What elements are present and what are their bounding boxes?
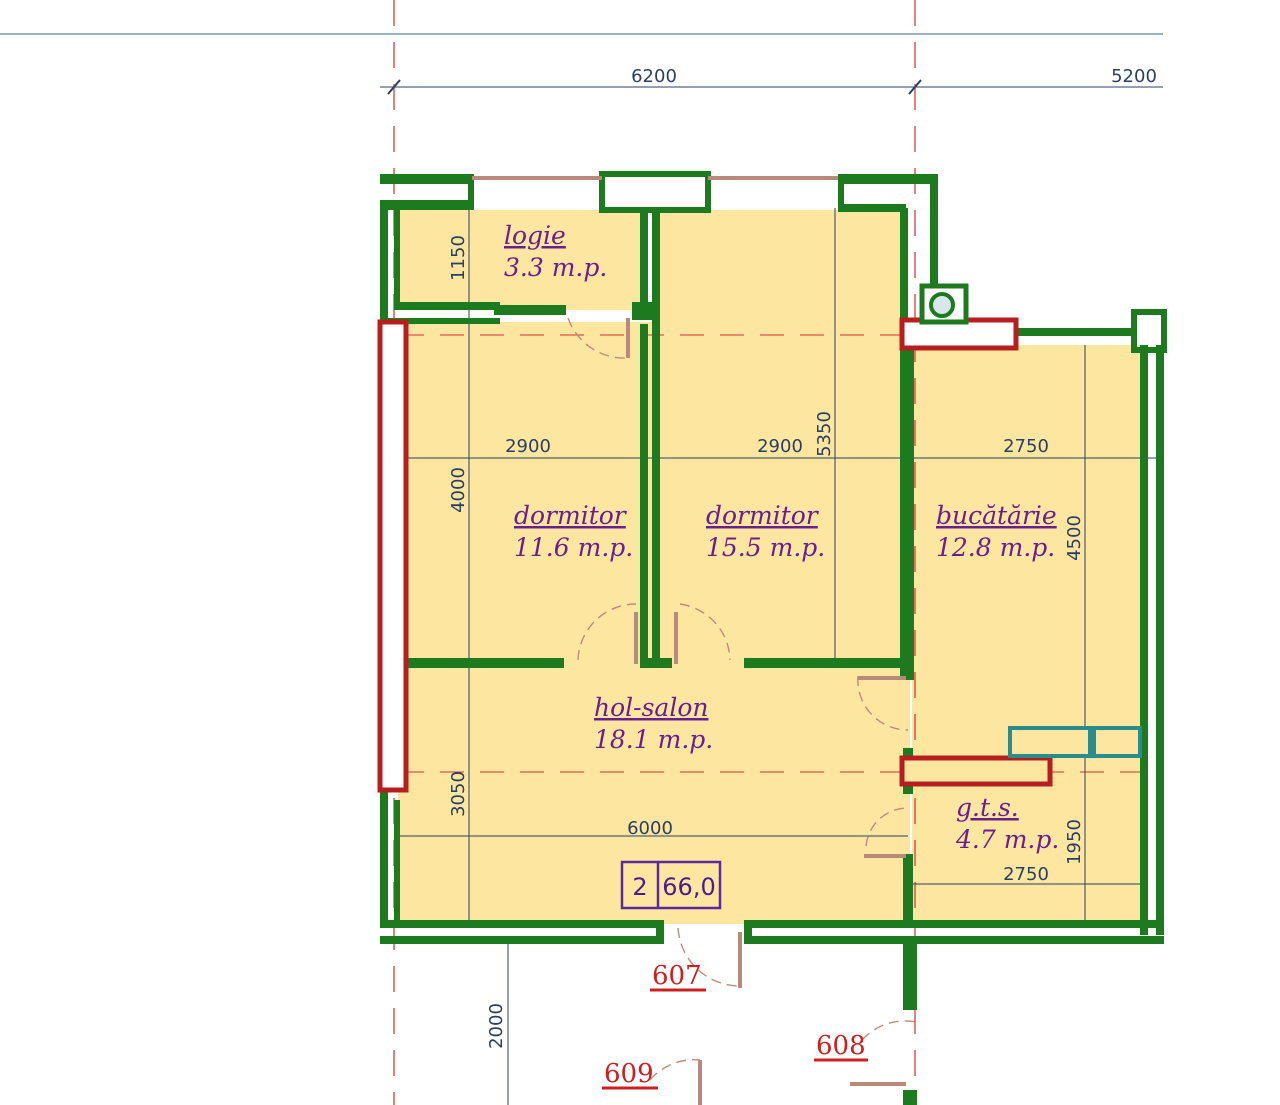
bathroom-area: 4.7 m.p. (955, 825, 1059, 854)
unit-609: 609 (604, 1059, 654, 1089)
column-left (377, 319, 409, 793)
dim-span-3: 2750 (1003, 436, 1049, 457)
dim-corridor-height: 2000 (486, 1003, 507, 1049)
kitchen-area: 12.8 m.p. (936, 533, 1055, 562)
dim-bath-height: 1950 (1064, 819, 1085, 865)
dim-span-1: 2900 (505, 436, 551, 457)
bedroom-2-name: dormitor (706, 501, 820, 530)
unit-numbers: 607 608 609 (602, 961, 868, 1090)
apartment-rooms-count: 2 (632, 873, 647, 901)
doors (567, 317, 917, 1081)
dim-bedroom-height: 4000 (448, 467, 469, 513)
dimension-labels: 6200 5200 2900 2900 2750 6000 2750 1150 … (448, 66, 1157, 1049)
bedroom-2-floor (660, 210, 904, 662)
bedroom-1-name: dormitor (514, 501, 628, 530)
kitchen-name: bucătărie (936, 501, 1057, 530)
dim-hall-width: 6000 (627, 818, 673, 839)
apartment-area: 66,0 (662, 873, 715, 901)
logie-floor (398, 210, 640, 310)
door-leaves (626, 318, 906, 1105)
bedroom-1-area: 11.6 m.p. (514, 533, 633, 562)
structural-elements (377, 283, 1142, 793)
logie-name: logie (504, 221, 566, 250)
floor-fill (398, 210, 1144, 924)
hall-area: 18.1 m.p. (594, 725, 713, 754)
unit-608: 608 (816, 1031, 866, 1061)
vent-shaft-1 (1008, 726, 1092, 758)
hall-name: hol-salon (594, 693, 708, 722)
vent-shaft-2 (1092, 726, 1142, 758)
dim-top-right: 5200 (1111, 66, 1157, 87)
hall-floor (398, 662, 910, 924)
column-lower (899, 755, 1053, 787)
kitchen-floor (912, 345, 1144, 760)
dim-kitchen-height: 4500 (1064, 515, 1085, 561)
riser-pipe (929, 292, 955, 318)
room-labels: logie 3.3 m.p. dormitor 11.6 m.p. dormit… (504, 221, 1059, 854)
walls (380, 171, 1167, 1105)
dim-bath-width: 2750 (1003, 864, 1049, 885)
bedroom-1-floor (398, 322, 652, 662)
unit-607: 607 (652, 961, 702, 991)
dim-logie-height: 1150 (448, 235, 469, 281)
dim-span-2: 2900 (757, 436, 803, 457)
dim-hall-height: 3050 (448, 771, 469, 817)
bathroom-name: g.t.s. (956, 793, 1019, 822)
dimension-lines (380, 79, 1163, 1105)
dim-top-left: 6200 (631, 66, 677, 87)
logie-area: 3.3 m.p. (504, 253, 607, 282)
apartment-badge: 2 66,0 (620, 860, 722, 910)
bedroom-2-area: 15.5 m.p. (706, 533, 825, 562)
bathroom-floor (912, 760, 1144, 924)
dim-middle-height: 5350 (814, 411, 835, 457)
